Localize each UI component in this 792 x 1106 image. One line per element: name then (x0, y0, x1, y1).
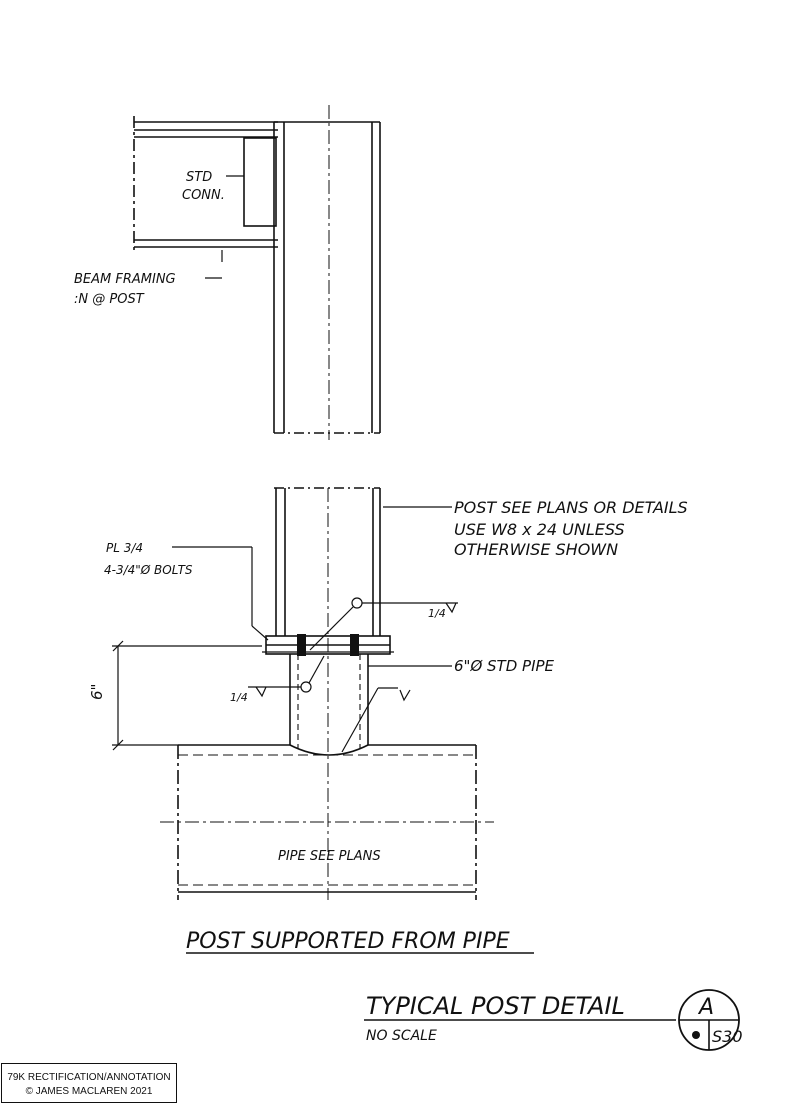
bolt (297, 634, 306, 656)
large-pipe (160, 744, 494, 900)
weld-symbol-lower (248, 655, 325, 698)
bolt (350, 634, 359, 656)
dimension-6in (112, 640, 262, 751)
lower-detail: POST SEE PLANS OR DETAILS USE W8 x 24 UN… (88, 487, 688, 900)
credit-box: 79K RECTIFICATION/ANNOTATION © JAMES MAC… (1, 1063, 177, 1103)
pipe-label: PIPE SEE PLANS (278, 849, 381, 864)
bubble-dot (692, 1031, 700, 1039)
plate-note-leader-3 (251, 625, 269, 641)
detail-bubble (678, 989, 740, 1051)
upper-detail: STD CONN. BEAM FRAMING :N @ POST (74, 105, 381, 440)
plate-note-label: PL 3/4 (106, 541, 143, 555)
upper-post (273, 121, 381, 434)
beam (133, 116, 278, 254)
title-block: TYPICAL POST DETAIL NO SCALE A S30 (364, 989, 743, 1051)
std-conn-plate (243, 137, 277, 227)
post-note-label-2: USE W8 x 24 UNLESS (454, 520, 625, 539)
dimension-label: 6" (88, 684, 106, 700)
weld-label-upper: 1/4 (428, 607, 446, 620)
credit-line-2: © JAMES MACLAREN 2021 (25, 1086, 153, 1097)
base-plate (265, 635, 391, 655)
post-note-label: POST SEE PLANS OR DETAILS (454, 498, 688, 517)
beam-note-label-2: :N @ POST (74, 292, 145, 307)
weld-label-lower: 1/4 (230, 691, 248, 704)
detail-letter: A (697, 995, 714, 1020)
sheet-number: S30 (712, 1027, 743, 1046)
std-conn-label-2: CONN. (182, 188, 225, 203)
pipe-note-label: 6"Ø STD PIPE (454, 657, 555, 675)
beam-note-label: BEAM FRAMING (74, 272, 176, 287)
detail-title: TYPICAL POST DETAIL (366, 992, 625, 1020)
detail-subtitle: POST SUPPORTED FROM PIPE (186, 929, 510, 954)
post-note-label-3: OTHERWISE SHOWN (454, 540, 618, 559)
std-conn-label: STD (186, 170, 212, 185)
pipe-note-leader (341, 665, 452, 753)
lower-post (274, 487, 381, 636)
weld-symbol-upper (309, 597, 458, 651)
scale-note: NO SCALE (366, 1028, 437, 1044)
pipe-stub (289, 654, 369, 756)
plate-note-label-2: 4-3/4"Ø BOLTS (104, 563, 193, 577)
credit-line-1: 79K RECTIFICATION/ANNOTATION (7, 1072, 171, 1083)
